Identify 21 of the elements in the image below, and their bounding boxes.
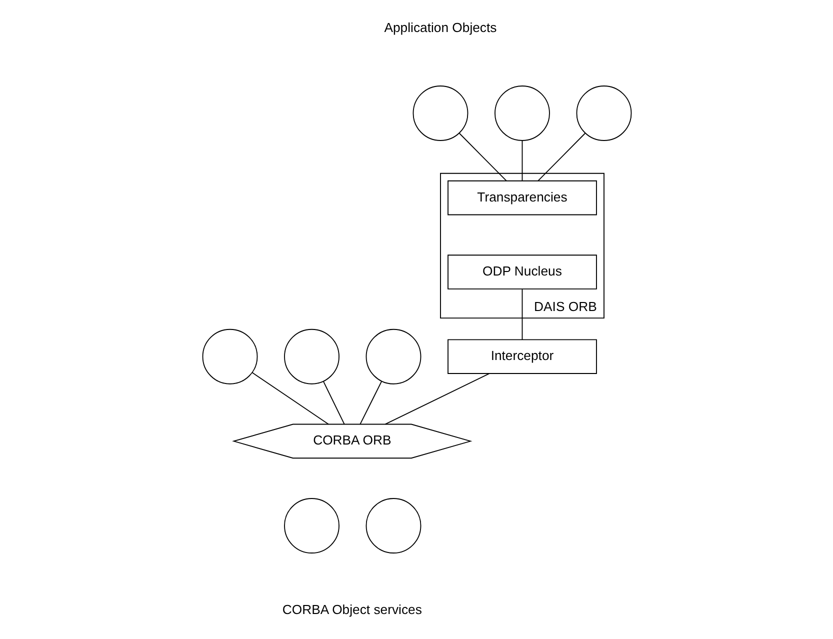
label: CORBA Object services	[282, 602, 422, 617]
connector	[359, 381, 382, 425]
connector	[537, 132, 585, 182]
node-box: Transparencies	[447, 180, 596, 216]
node-circle	[284, 498, 339, 554]
node-circle	[365, 328, 421, 384]
node-box: ODP Nucleus	[447, 254, 596, 290]
node-circle	[576, 86, 632, 141]
connector	[384, 373, 490, 425]
connector	[458, 132, 506, 182]
connector	[521, 288, 522, 340]
node-box: Interceptor	[447, 339, 596, 374]
label: Application Objects	[384, 20, 496, 36]
node-circle	[202, 328, 258, 384]
connector	[521, 140, 522, 182]
node-circle	[365, 498, 421, 554]
node-circle	[494, 86, 550, 141]
connector	[251, 372, 329, 425]
node-circle	[412, 86, 468, 141]
node-circle	[284, 328, 339, 384]
connector	[322, 381, 344, 425]
